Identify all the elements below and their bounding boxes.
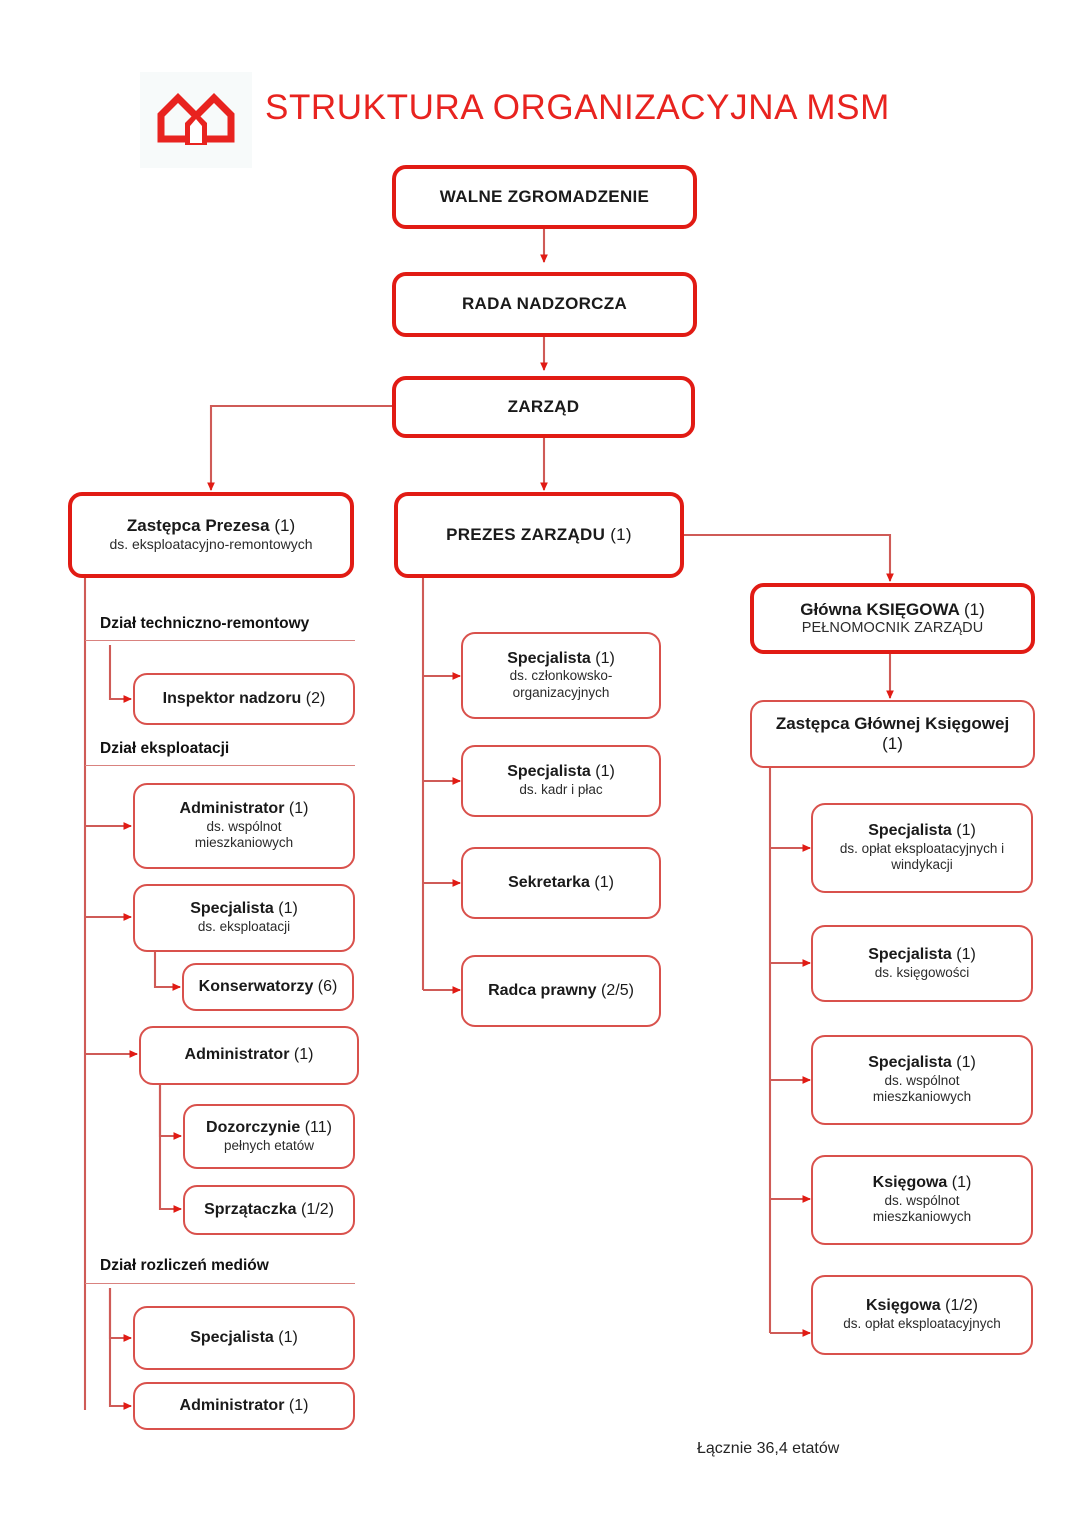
node-count: (11) [304,1118,332,1136]
node-zarzad[interactable]: ZARZĄD [392,376,695,438]
node-title: Księgowa [865,1297,941,1315]
node-sekretarka[interactable]: Sekretarka (1) [461,847,661,919]
double-house-logo-icon [157,93,235,145]
node-title: Dozorczynie [206,1118,301,1136]
node-prezes-zarzadu[interactable]: PREZES ZARZĄDU (1) [394,492,684,578]
node-rada-nadzorcza[interactable]: RADA NADZORCZA [392,272,697,337]
node-media-specjalista[interactable]: Specjalista (1) [133,1306,355,1370]
node-count: (2) [305,689,326,707]
dept-rule-eksp [85,765,355,766]
node-dozorczynie[interactable]: Dozorczynie (11) pełnych etatów [183,1104,355,1169]
node-title: Specjalista [507,763,591,781]
node-title: Sekretarka [508,873,590,891]
node-count: (1) [278,900,298,918]
node-count: (1) [956,945,976,963]
node-count: (1) [594,873,614,891]
node-title: Główna KSIĘGOWA [800,599,960,619]
node-specjalista-kadr-plac[interactable]: Specjalista (1) ds. kadr i płac [461,745,661,817]
node-title: Specjalista [868,1054,952,1072]
node-administrator-2[interactable]: Administrator (1) [139,1026,359,1085]
node-count: (1) [288,1396,309,1414]
dept-header-techniczno-remontowy: Dział techniczno-remontowy [100,615,310,632]
node-media-administrator[interactable]: Administrator (1) [133,1382,355,1430]
node-title: Księgowa [872,1174,948,1192]
node-specjalista-eksploatacji[interactable]: Specjalista (1) ds. eksploatacji [133,884,355,952]
node-title: Zastępca Głównej Księgowej [775,713,1010,733]
node-subtitle: ds. członkowsko-organizacyjnych [509,668,613,700]
dept-header-eksploatacji: Dział eksploatacji [100,740,230,757]
node-subtitle: PEŁNOMOCNIK ZARZĄDU [801,619,984,636]
node-title: PREZES ZARZĄDU [446,524,606,544]
node-count: (1) [610,524,632,544]
node-count: (1) [956,1054,976,1072]
node-specjalista-ksiegowosci[interactable]: Specjalista (1) ds. księgowości [811,925,1033,1002]
node-title: Administrator [179,800,285,818]
node-title: Specjalista [868,945,952,963]
node-count: (6) [317,977,338,995]
node-title: Administrator [184,1046,290,1064]
node-walne-zgromadzenie[interactable]: WALNE ZGROMADZENIE [392,165,697,229]
page-title: STRUKTURA ORGANIZACYJNA MSM [265,88,890,127]
node-specjalista-czlonkowsko[interactable]: Specjalista (1) ds. członkowsko-organiza… [461,632,661,719]
node-specjalista-oplat-windykacji[interactable]: Specjalista (1) ds. opłat eksploatacyjny… [811,803,1033,893]
dept-header-rozliczen-mediow: Dział rozliczeń mediów [100,1257,269,1274]
node-count: (1) [951,1174,972,1192]
node-title: Specjalista [868,822,952,840]
node-title: Specjalista [190,1328,274,1346]
node-count: (1) [274,516,296,536]
node-title: Konserwatorzy [198,977,314,995]
node-subtitle: ds. księgowości [874,964,970,980]
node-count: (1) [595,763,615,781]
node-count: (1) [956,822,976,840]
node-count: (1) [293,1046,314,1064]
node-subtitle: pełnych etatów [223,1137,315,1153]
node-count: (1) [278,1328,298,1346]
total-etatow-label: Łącznie 36,4 etatów [697,1440,840,1457]
node-title: ZARZĄD [507,396,580,416]
node-subtitle: ds. eksploatacyjno-remontowych [109,536,313,553]
node-count: (1/2) [301,1200,334,1218]
node-subtitle: ds. eksploatacji [197,919,291,935]
node-title: Inspektor nadzoru [162,689,302,707]
node-count: (1/2) [945,1297,979,1315]
dept-rule-media [85,1283,355,1284]
node-zastepca-prezesa[interactable]: Zastępca Prezesa (1) ds. eksploatacyjno-… [68,492,354,578]
node-count: (1) [595,649,615,667]
node-title: Radca prawny [488,981,597,999]
node-title: Specjalista [507,649,591,667]
node-inspektor-nadzoru[interactable]: Inspektor nadzoru (2) [133,673,355,725]
node-title: WALNE ZGROMADZENIE [439,186,650,206]
node-count: (1) [288,800,309,818]
node-subtitle: ds. kadr i płac [519,782,603,798]
node-ksiegowa-oplat[interactable]: Księgowa (1/2) ds. opłat eksploatacyjnyc… [811,1275,1033,1355]
node-subtitle: ds. opłat eksploatacyjnych [843,1316,1001,1332]
node-title: RADA NADZORCZA [461,294,628,314]
node-zastepca-glownej-ksiegowej[interactable]: Zastępca Głównej Księgowej (1) [750,700,1035,768]
node-title: Sprzątaczka [204,1200,297,1218]
node-sprzataczka[interactable]: Sprzątaczka (1/2) [183,1185,355,1235]
node-count: (1) [882,734,903,753]
node-title: Specjalista [190,900,274,918]
msm-logo [140,72,252,168]
node-title: Zastępca Prezesa [126,516,270,536]
dept-rule-tech [85,640,355,641]
node-title: Administrator [179,1396,285,1414]
node-konserwatorzy[interactable]: Konserwatorzy (6) [182,963,354,1011]
node-glowna-ksiegowa[interactable]: Główna KSIĘGOWA (1) PEŁNOMOCNIK ZARZĄDU [750,583,1035,654]
node-count: (1) [963,599,985,619]
node-radca-prawny[interactable]: Radca prawny (2/5) [461,955,661,1027]
node-count: (2/5) [601,981,634,999]
